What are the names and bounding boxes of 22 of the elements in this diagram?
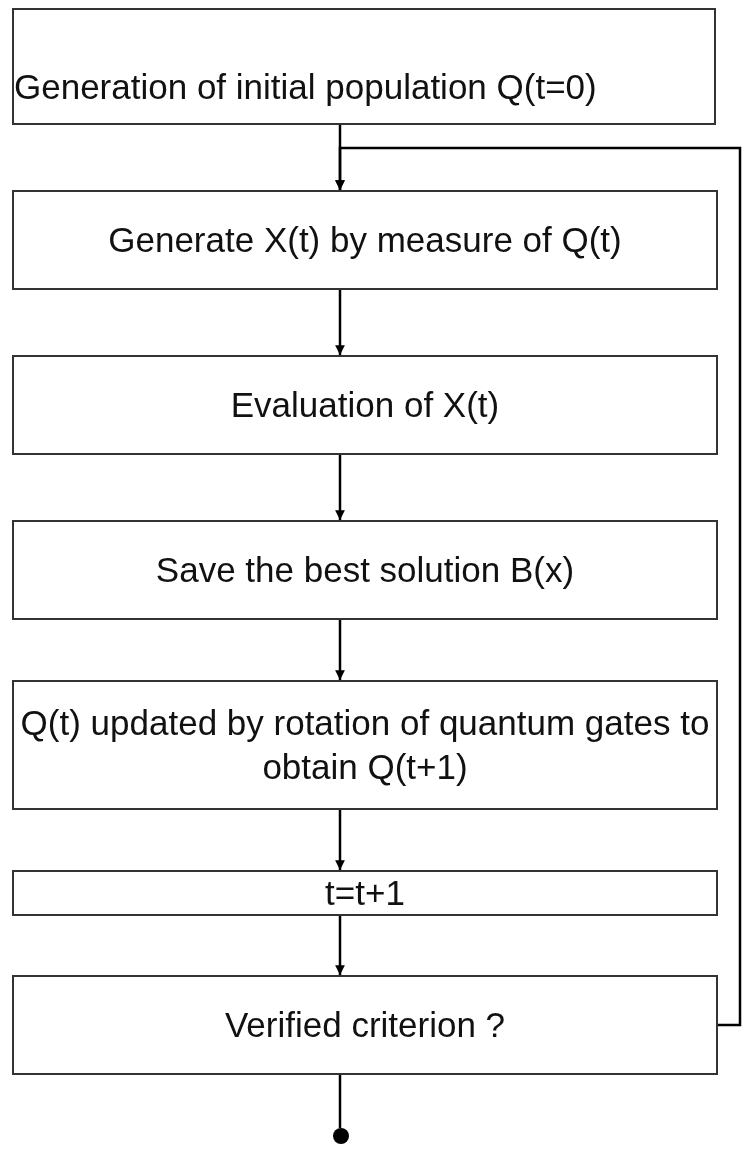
step-text: Generate X(t) by measure of Q(t) [108, 219, 622, 262]
connector-line [338, 1075, 342, 1128]
process-box [12, 520, 718, 620]
step-text: Save the best solution B(x) [155, 549, 575, 592]
process-box [12, 975, 718, 1075]
process-box [12, 8, 716, 125]
arrow [333, 620, 344, 683]
step-text: Q(t) updated by rotation of quantum gates to obtain Q(t+1) [19, 702, 711, 788]
process-box [12, 680, 718, 810]
process-box [12, 870, 718, 916]
arrow [333, 290, 344, 358]
process-box [12, 190, 718, 290]
step-text: Evaluation of X(t) [230, 384, 500, 427]
step-text: t=t+1 [325, 872, 405, 915]
arrow [333, 810, 344, 873]
step-text: Verified criterion ? [224, 1004, 506, 1047]
step-text: Generation of initial population Q(t=0) [14, 65, 597, 108]
process-box [12, 355, 718, 455]
arrow [333, 146, 742, 1027]
terminal-dot [333, 1128, 349, 1144]
arrow [333, 455, 344, 523]
arrow [333, 916, 344, 978]
